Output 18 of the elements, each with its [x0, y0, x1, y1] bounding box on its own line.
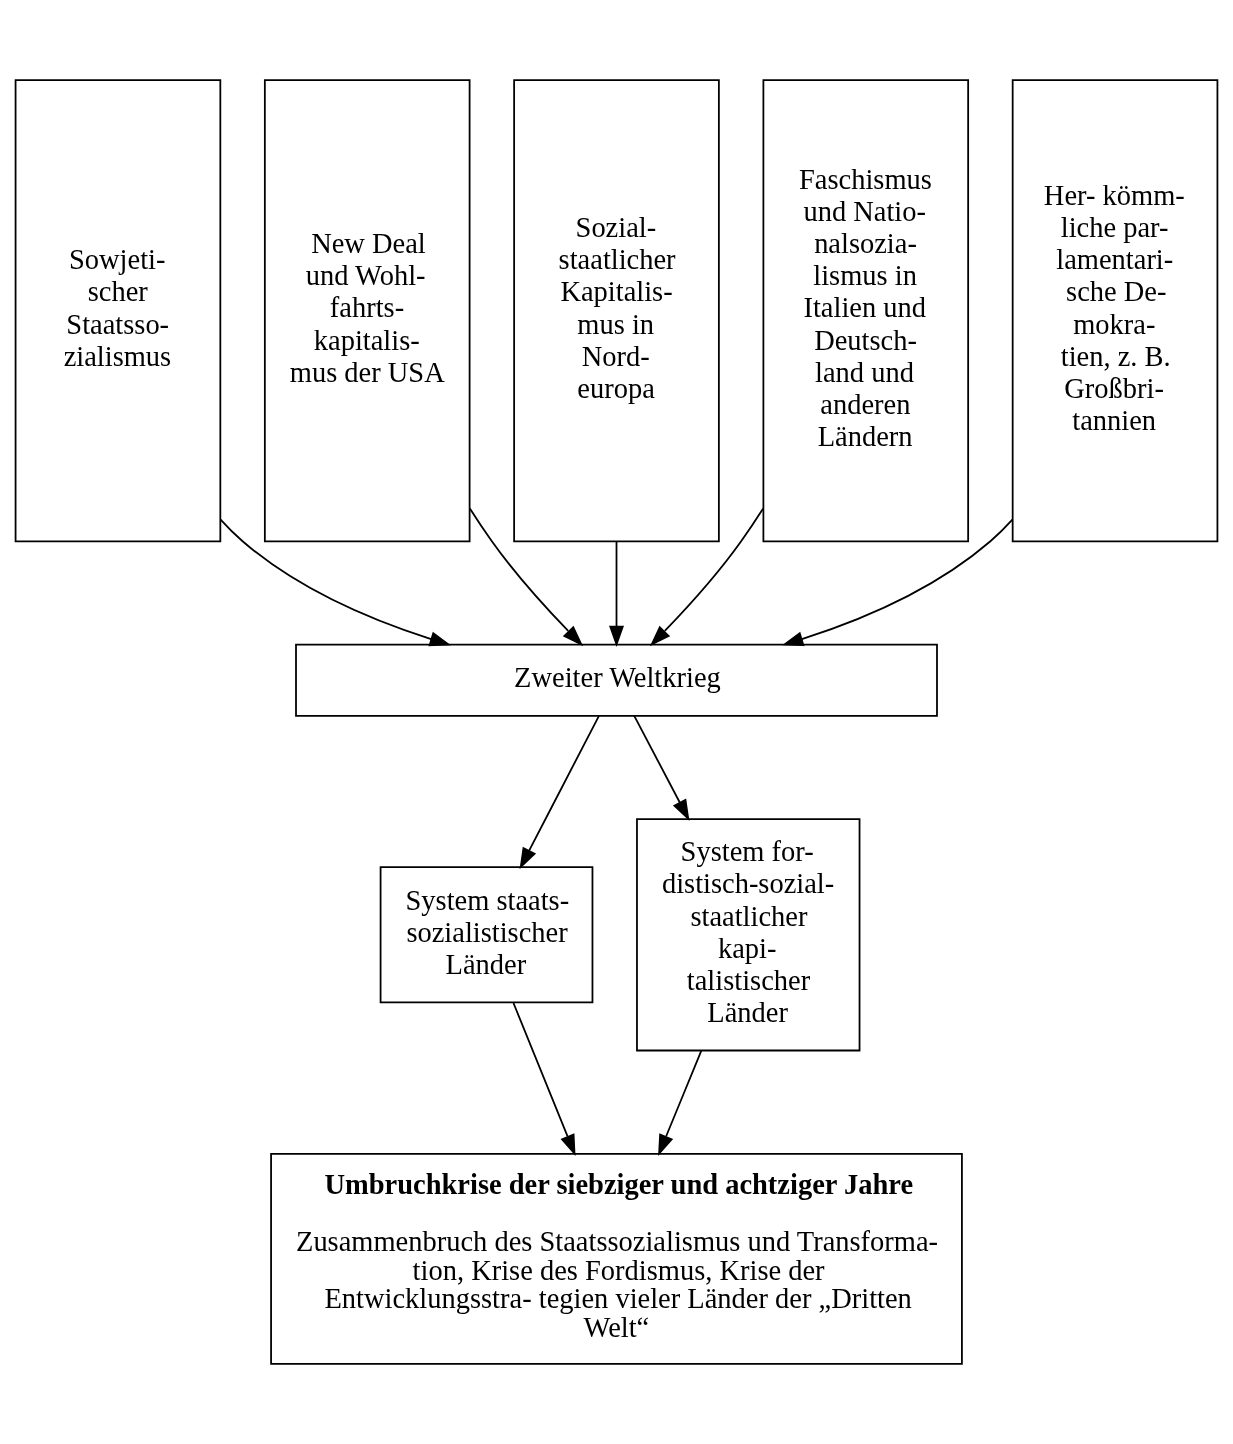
node-box: New Deal und Wohl- fahrts- kapitalis- mus der USA — [263, 79, 471, 543]
arrow — [649, 507, 764, 647]
arrow — [658, 1050, 703, 1156]
node-box: Umbruchkrise der siebziger und achtziger Jahre Zusammenbruch des Staatssozialismus und Transforma- tion, Krise des Fordismus, Krise der Entwicklungsstra- tegien vieler Länder der „Dritten Welt“ — [270, 1152, 963, 1365]
arrow — [609, 540, 624, 648]
arrow — [219, 518, 452, 647]
arrow — [469, 507, 584, 647]
node-box: System staats- sozialistischer Länder — [379, 866, 594, 1004]
node-box: Faschismus und Natio- nalsozia- lismus in Italien und Deutsch- land und anderen Ländern — [762, 79, 970, 543]
node-box: Sozial- staatlicher Kapitalis- mus in Nord- europa — [513, 79, 720, 543]
node-box: Her- kömm- liche par- lamentari- sche De- mokra- tien, z. B. Großbri- tannien — [1011, 79, 1219, 543]
node-box: Zweiter Weltkrieg — [295, 643, 938, 717]
arrow — [781, 518, 1014, 647]
arrow — [519, 714, 600, 870]
arrow — [512, 1002, 576, 1156]
arrow — [633, 714, 690, 821]
node-box: System for- distisch-sozial- staatlicher kapi- talistischer Länder — [636, 818, 861, 1052]
node-box: Sowjeti- scher Staatsso- zialismus — [14, 79, 222, 543]
